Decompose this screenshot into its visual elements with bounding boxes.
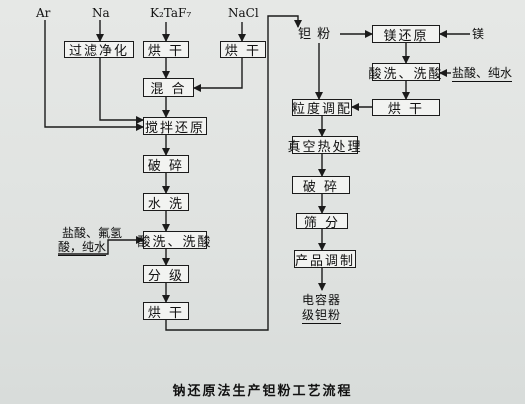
output-label-line2: 级钽粉 — [302, 308, 342, 324]
box-filter-purify: 过滤净化 — [64, 41, 134, 59]
box-dry-right: 烘 干 — [372, 99, 440, 117]
diagram-caption: 钠还原法生产钽粉工艺流程 — [172, 384, 353, 399]
arrow-dry-to-ta-powder — [165, 15, 302, 331]
box-mix: 混 合 — [143, 78, 194, 97]
box-sieve: 筛 分 — [296, 213, 348, 231]
box-classify: 分 级 — [143, 265, 189, 284]
box-dry-k2taf7: 烘 干 — [143, 41, 189, 59]
box-stir-reduce: 搅拌还原 — [143, 117, 207, 136]
input-na-label: Na — [92, 6, 110, 20]
arrow-ar-to-stir-reduce — [44, 20, 144, 131]
input-acid-left-line1: 盐酸、氟氢 — [62, 226, 123, 240]
box-dry-nacl: 烘 干 — [220, 41, 266, 59]
input-nacl-label: NaCl — [228, 6, 259, 20]
box-product-adjust: 产品调制 — [294, 250, 356, 269]
output-label-line1: 电容器 — [302, 293, 342, 307]
arrow-nacl-dry-to-mix — [193, 58, 243, 92]
box-dry-final: 烘 干 — [143, 302, 189, 321]
input-ar-label: Ar — [36, 6, 51, 20]
box-mg-reduce: 镁还原 — [372, 25, 440, 44]
box-crush: 破 碎 — [143, 155, 189, 174]
input-acid-right-label: 盐酸、纯水 — [452, 66, 513, 82]
arrow-acid-input-left — [58, 236, 144, 255]
box-water-wash: 水 洗 — [143, 193, 189, 212]
label-ta-powder: 钽 粉 — [298, 27, 332, 42]
box-particle-adjust: 粒度调配 — [292, 99, 352, 117]
arrow-filter-to-stir-reduce — [99, 58, 144, 124]
input-mg-label: 镁 — [472, 27, 485, 41]
box-acid-wash-right: 酸洗、洗酸 — [369, 63, 442, 82]
box-crush-right: 破 碎 — [292, 176, 350, 195]
box-vacuum-heat: 真空热处理 — [288, 136, 361, 155]
box-acid-wash-left: 酸洗、洗酸 — [138, 231, 211, 250]
input-k2taf7-label: K₂TaF₇ — [150, 6, 192, 20]
input-acid-left-line2: 酸，纯水 — [58, 240, 107, 256]
